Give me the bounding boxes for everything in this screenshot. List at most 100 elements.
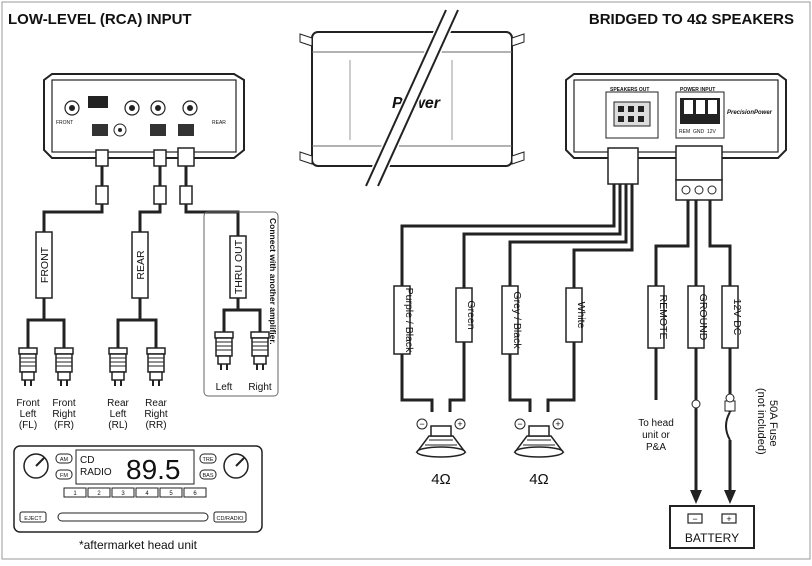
amplifier-center: Power [299, 6, 525, 190]
power-input-plug [675, 145, 723, 181]
power-wire-tag: REMOTE [647, 285, 669, 349]
fm-button-label: FM [60, 473, 68, 479]
speaker-wire-tag: Green [455, 287, 477, 343]
title-left: LOW-LEVEL (RCA) INPUT [8, 11, 192, 28]
am-button-label: AM [60, 457, 69, 463]
speaker-left-terminals: − + [416, 418, 466, 430]
speaker-wire-tag: White [565, 287, 587, 343]
plug-fr-line2: Right [52, 409, 76, 420]
speaker-right-impedance: 4Ω [529, 471, 549, 488]
ground-arrow-icon [690, 490, 702, 504]
eject-button-label: EJECT [24, 516, 42, 522]
speaker-icon [514, 425, 564, 458]
wire-label-thru-out: THRU OUT [233, 239, 245, 294]
speaker-wire-tag: Purple / Black [393, 285, 415, 355]
svg-text:REAR: REAR [135, 250, 147, 280]
power-wire-tag: GROUND [687, 285, 709, 349]
title-right: BRIDGED TO 4Ω SPEAKERS [589, 11, 794, 28]
svg-text:+: + [457, 419, 462, 429]
rca-plug-icon [54, 347, 74, 387]
svg-text:5: 5 [169, 491, 173, 497]
wire-label-rear: REAR [131, 231, 149, 299]
plug-fl-line3: (FL) [19, 420, 37, 431]
svg-text:GROUND: GROUND [697, 294, 709, 341]
tre-button-label: TRE [203, 457, 214, 463]
svg-text:2: 2 [97, 491, 101, 497]
thru-plug-right: Right [248, 382, 272, 393]
speaker-icon [416, 425, 466, 458]
left-amp-rear-tag: REAR [212, 120, 226, 126]
display-frequency: 89.5 [126, 454, 181, 485]
plug-fr-line3: (FR) [54, 420, 74, 431]
rca-wiring-plugs [95, 147, 195, 205]
tune-knob-icon [223, 453, 249, 479]
svg-text:−: − [517, 419, 522, 429]
plug-rl-line2: Left [110, 409, 127, 420]
speaker-right-terminals: − + [514, 418, 564, 430]
plug-rr-line2: Right [144, 409, 168, 420]
battery-plus: + [726, 514, 731, 524]
svg-text:12V DC: 12V DC [731, 299, 743, 336]
amplifier-left-panel: FRONT REAR [43, 73, 245, 159]
thru-out-box: THRU OUT Connect with another amplifier. [203, 211, 279, 397]
svg-text:1: 1 [73, 491, 77, 497]
fuse-note-line1: 50A Fuse [767, 400, 779, 446]
plug-fl-line1: Front [16, 398, 40, 409]
gain-knob-icon [182, 100, 198, 116]
thru-out-note: Connect with another amplifier. [268, 218, 278, 345]
term-gnd: GND [693, 129, 705, 135]
rca-plug-icon [214, 331, 234, 371]
battery: − + BATTERY [669, 505, 755, 549]
svg-text:FRONT: FRONT [39, 246, 51, 283]
rca-plug-icon [146, 347, 166, 387]
fuse-icon [725, 411, 731, 441]
remote-note-line1: To head [638, 418, 674, 429]
svg-text:4: 4 [145, 491, 149, 497]
power-input-label: POWER INPUT [680, 87, 715, 93]
battery-label: BATTERY [685, 531, 739, 545]
svg-text:−: − [419, 419, 424, 429]
break-mark-line [365, 9, 447, 187]
plug-rl-line1: Rear [107, 398, 129, 409]
rca-plug-icon [108, 347, 128, 387]
preset-buttons: 1 2 3 4 5 6 [63, 487, 207, 498]
term-rem: REM [679, 129, 690, 135]
head-unit-caption: *aftermarket head unit [79, 538, 198, 552]
right-amp-brand: PrecisionPower [727, 110, 773, 116]
thru-plug-left: Left [216, 382, 233, 393]
left-amp-front-tag: FRONT [56, 120, 73, 126]
term-12v: 12V [707, 129, 717, 135]
plug-rl-line3: (RL) [108, 420, 127, 431]
remote-note-line2: unit or [642, 430, 670, 441]
remote-note-line3: P&A [646, 442, 666, 453]
svg-text:REMOTE: REMOTE [657, 295, 669, 340]
svg-text:+: + [555, 419, 560, 429]
svg-text:Purple / Black: Purple / Black [403, 288, 415, 354]
speaker-wire-tag: Grey / Black [501, 285, 523, 355]
svg-text:3: 3 [121, 491, 125, 497]
break-mark-mask [364, 6, 460, 190]
gain-knob-icon [150, 100, 166, 116]
plug-fr-line1: Front [52, 398, 76, 409]
svg-text:White: White [575, 302, 587, 329]
cd-radio-button-label: CD/RADIO [217, 516, 245, 522]
display-source-top: CD [80, 455, 94, 466]
speakers-out-label: SPEAKERS OUT [610, 87, 649, 93]
speaker-out-plug [607, 147, 639, 185]
fuse-note-line2: (not included) [755, 388, 767, 455]
rca-plug-icon [18, 347, 38, 387]
break-mark-line [377, 9, 459, 187]
volume-knob-icon [23, 453, 49, 479]
display-source-bottom: RADIO [80, 467, 112, 478]
plug-fl-line2: Left [20, 409, 37, 420]
plug-rr-line3: (RR) [145, 420, 166, 431]
battery-minus: − [692, 514, 697, 524]
power-terminal [725, 393, 735, 403]
ground-terminal [691, 399, 701, 409]
bas-button-label: BAS [202, 473, 213, 479]
speaker-left-impedance: 4Ω [431, 471, 451, 488]
head-unit: AM FM TRE BAS CD RADIO 89.5 1 2 3 4 5 6 … [13, 445, 263, 533]
gain-knob-icon [124, 100, 140, 116]
svg-text:6: 6 [193, 491, 197, 497]
